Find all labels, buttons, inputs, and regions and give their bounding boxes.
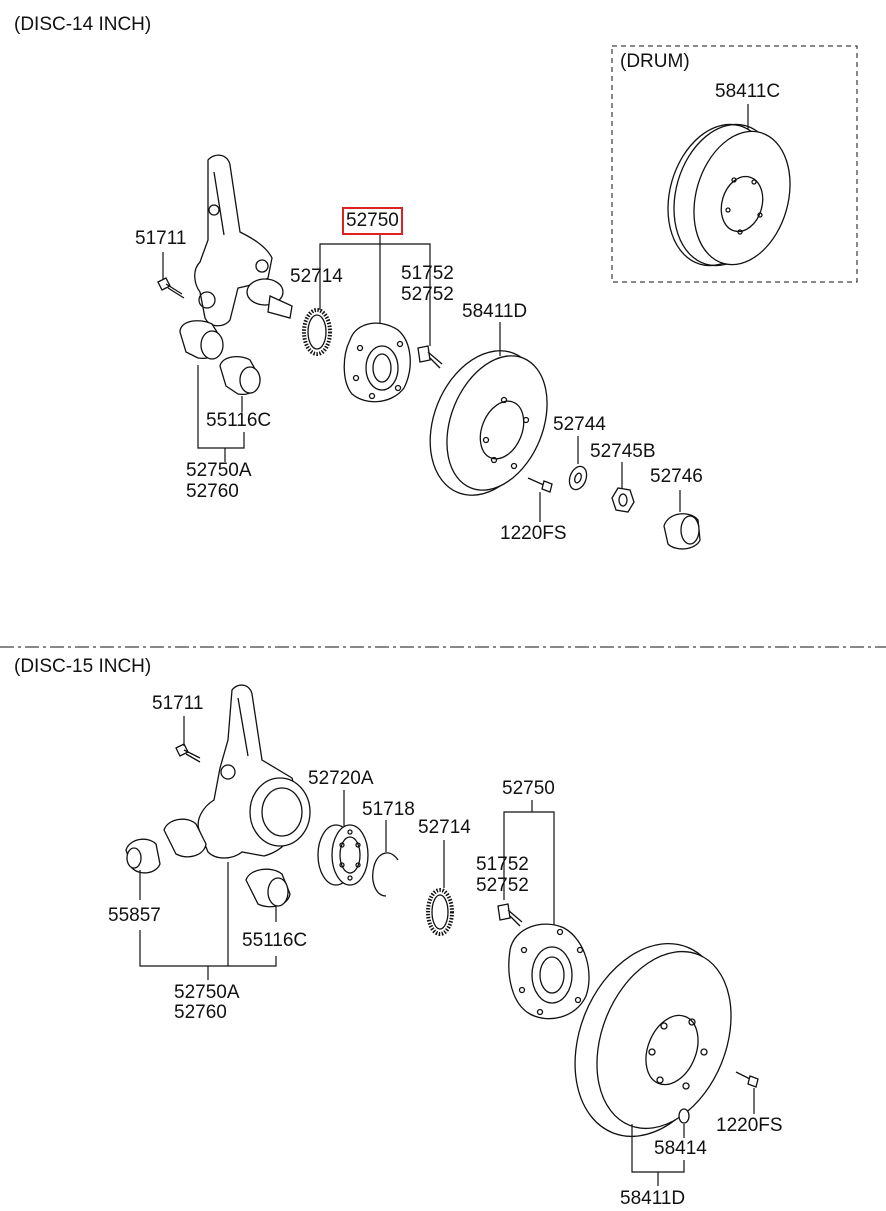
brake-drum bbox=[667, 123, 791, 267]
bushing-55857 bbox=[125, 838, 161, 874]
knuckle-top bbox=[194, 154, 293, 327]
knuckle-bottom bbox=[197, 684, 311, 859]
screw-1220fs-bottom bbox=[735, 1071, 759, 1088]
label-1220fs-bottom[interactable]: 1220FS bbox=[716, 1115, 783, 1136]
washer-58414 bbox=[678, 1108, 690, 1124]
section-title-drum: (DRUM) bbox=[620, 51, 690, 72]
washer-top bbox=[568, 465, 588, 491]
label-52760-top[interactable]: 52760 bbox=[186, 481, 239, 502]
label-52750a-bottom[interactable]: 52750A bbox=[174, 982, 240, 1003]
label-58411d-bottom[interactable]: 58411D bbox=[620, 1188, 686, 1209]
label-52744[interactable]: 52744 bbox=[553, 414, 606, 435]
label-51711-top[interactable]: 51711 bbox=[135, 228, 187, 249]
label-1220fs-top[interactable]: 1220FS bbox=[500, 523, 567, 544]
label-52750-bottom[interactable]: 52750 bbox=[502, 778, 555, 799]
brake-disc-bottom bbox=[574, 942, 732, 1138]
label-52745b[interactable]: 52745B bbox=[590, 441, 656, 462]
label-52714-top[interactable]: 52714 bbox=[290, 266, 343, 287]
bolt-51711-bottom bbox=[175, 743, 201, 763]
label-55857[interactable]: 55857 bbox=[108, 905, 161, 926]
hub-bottom bbox=[508, 923, 590, 1020]
abs-ring-bottom bbox=[426, 888, 454, 936]
screw-1220fs-top bbox=[527, 477, 553, 493]
bushing-55116c-bottom bbox=[245, 868, 291, 908]
cap-top bbox=[663, 513, 701, 550]
label-52720a[interactable]: 52720A bbox=[308, 768, 374, 789]
label-58411d-top[interactable]: 58411D bbox=[462, 301, 528, 322]
label-55116c-top[interactable]: 55116C bbox=[206, 410, 272, 431]
bushing-top-large bbox=[179, 320, 224, 360]
bushing-55116c-top bbox=[219, 355, 261, 396]
label-52746[interactable]: 52746 bbox=[650, 466, 703, 487]
hub-top bbox=[343, 322, 411, 403]
label-52752-bottom[interactable]: 52752 bbox=[476, 875, 529, 896]
label-52714-bottom[interactable]: 52714 bbox=[418, 817, 471, 838]
label-52750-top[interactable]: 52750 bbox=[342, 207, 403, 235]
label-58411c[interactable]: 58411C bbox=[715, 81, 781, 102]
label-52750a-top[interactable]: 52750A bbox=[186, 460, 252, 481]
stud-bottom bbox=[497, 903, 523, 927]
label-51752-bottom[interactable]: 51752 bbox=[476, 854, 529, 875]
label-51718[interactable]: 51718 bbox=[362, 799, 415, 820]
stud-top bbox=[417, 345, 443, 369]
label-55116c-bottom[interactable]: 55116C bbox=[242, 930, 308, 951]
drum-section-box bbox=[611, 45, 858, 283]
bolt-51711-top bbox=[157, 277, 185, 299]
snap-ring bbox=[372, 852, 399, 897]
wheel-bearing bbox=[317, 824, 369, 886]
section-title-disc15: (DISC-15 INCH) bbox=[14, 656, 152, 677]
label-52760-bottom[interactable]: 52760 bbox=[174, 1002, 227, 1023]
brake-disc-top bbox=[429, 350, 548, 496]
label-51711-bottom[interactable]: 51711 bbox=[152, 693, 204, 714]
label-51752-top[interactable]: 51752 bbox=[401, 263, 454, 284]
abs-ring-top bbox=[302, 308, 332, 356]
section-title-disc14: (DISC-14 INCH) bbox=[14, 14, 152, 35]
label-52752-top[interactable]: 52752 bbox=[401, 284, 454, 305]
label-58414[interactable]: 58414 bbox=[654, 1138, 707, 1159]
nut-top bbox=[611, 487, 635, 513]
